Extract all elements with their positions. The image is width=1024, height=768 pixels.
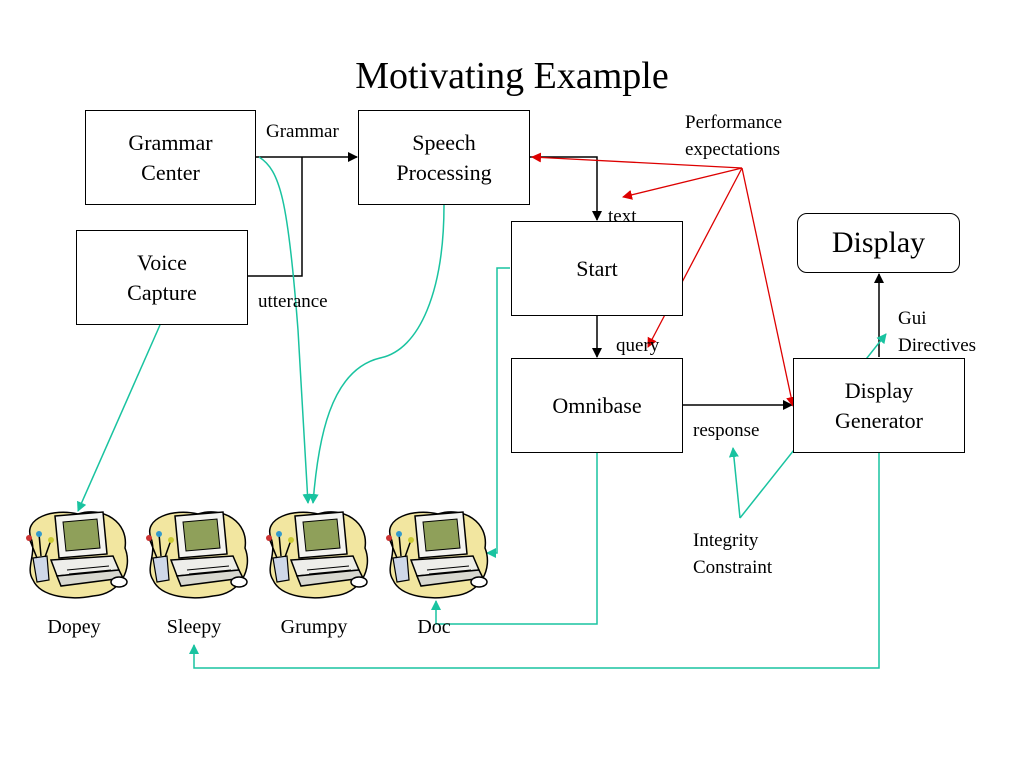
deployment-arrows <box>77 156 887 669</box>
computer-sleepy <box>143 508 253 605</box>
voice-capture-label: Voice Capture <box>127 249 197 305</box>
generator-to-sleepy-arrow <box>189 453 880 669</box>
computer-grumpy <box>263 508 373 605</box>
speech-processing-label: Speech Processing <box>396 129 492 185</box>
query-edge-label: query <box>616 335 660 356</box>
display-box: Display <box>797 213 960 273</box>
integrity-constraint-label: Integrity Constraint <box>693 530 773 578</box>
expectation-to-query-arrow <box>647 167 743 348</box>
omnibase-to-doc-arrow <box>431 453 598 625</box>
grammar-center-label: Grammar Center <box>128 129 213 185</box>
display-generator-box: Display Generator <box>793 358 965 453</box>
computer-name-grumpy: Grumpy <box>280 616 348 638</box>
computer-icon <box>386 511 489 599</box>
voice-to-speech-arrow <box>248 157 303 277</box>
expectation-to-generator-arrow <box>741 167 797 407</box>
speech-to-grumpy-arrow <box>308 204 445 504</box>
display-generator-label: Display Generator <box>835 377 923 433</box>
voice-capture-box: Voice Capture <box>76 230 248 325</box>
computer-name-doc: Doc <box>417 616 451 638</box>
grammar-edge-label: Grammar <box>266 121 339 142</box>
utterance-edge-label: utterance <box>258 291 328 312</box>
speech-processing-box: Speech Processing <box>358 110 530 205</box>
integrity-to-response-arrow <box>728 447 741 519</box>
response-edge-label: response <box>693 420 760 441</box>
grammar-to-grumpy-arrow <box>258 156 313 504</box>
expectation-arrows <box>531 152 797 407</box>
page-title: Motivating Example <box>355 55 669 97</box>
grammar-center-box: Grammar Center <box>85 110 256 205</box>
text-edge-label: text <box>608 206 637 227</box>
control-flow-arrows <box>248 152 884 410</box>
start-label: Start <box>576 255 618 281</box>
computer-name-sleepy: Sleepy <box>166 616 222 638</box>
display-label: Display <box>831 226 926 259</box>
computer-icon <box>26 511 129 599</box>
start-to-doc-arrow <box>486 267 510 558</box>
computer-name-dopey: Dopey <box>47 616 101 638</box>
speech-to-start-arrow <box>530 156 602 221</box>
omnibase-label: Omnibase <box>552 392 642 418</box>
expectation-to-text-arrow <box>622 167 743 200</box>
computer-icon <box>266 511 369 599</box>
start-box: Start <box>511 221 683 316</box>
voice-to-dopey-arrow <box>77 324 161 512</box>
expectation-to-speech-arrow <box>531 152 743 169</box>
computer-dopey <box>23 508 133 605</box>
computer-doc <box>383 508 493 605</box>
computer-icon <box>146 511 249 599</box>
performance-expectations-label: Performance expectations <box>685 112 783 160</box>
omnibase-box: Omnibase <box>511 358 683 453</box>
gui-directives-label: Gui Directives <box>898 308 977 356</box>
